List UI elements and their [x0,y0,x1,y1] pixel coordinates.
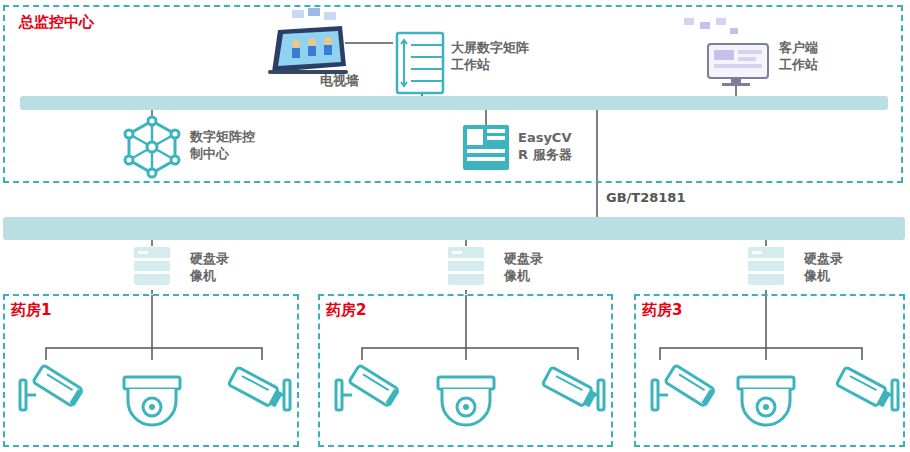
region-heading: 药房3 [642,301,682,321]
region-box: 药房1 [3,294,299,447]
region-box: 总监控中心电视墙 大屏数字矩阵 工作站 客户端 工作站数字矩阵控 制中心 EasyCV… [3,5,903,183]
device-label: 数字矩阵控 制中心 [190,129,259,163]
device-node: 硬盘录 像机 [128,244,246,290]
device-node: 大屏数字矩阵 工作站 [393,25,548,92]
region-box: 药房3 [634,294,905,447]
device-label: EasyCVR 服务器 [518,130,578,164]
device-node: 数字矩阵控 制中心 [122,117,272,177]
device-node: 客户端 工作站 [700,15,835,86]
device-label: 硬盘录 像机 [804,251,847,285]
device-label: 客户端 工作站 [779,40,822,74]
region-heading: 药房1 [11,301,51,321]
device-node: 硬盘录 像机 [442,244,560,290]
device-node: EasyCVR 服务器 [460,121,592,173]
region-heading: 总监控中心 [19,13,94,33]
device-label: 硬盘录 像机 [504,251,547,285]
device-label: 硬盘录 像机 [190,251,233,285]
device-label: 电视墙 [320,73,359,90]
region-box: 药房2 [318,294,613,447]
device-label: 大屏数字矩阵 工作站 [451,40,533,74]
region-heading: 药房2 [326,301,366,321]
device-node: 电视墙 [265,22,366,94]
protocol-label: GB/T28181 [603,190,688,205]
connector [366,43,393,44]
device-node: 硬盘录 像机 [742,244,860,290]
